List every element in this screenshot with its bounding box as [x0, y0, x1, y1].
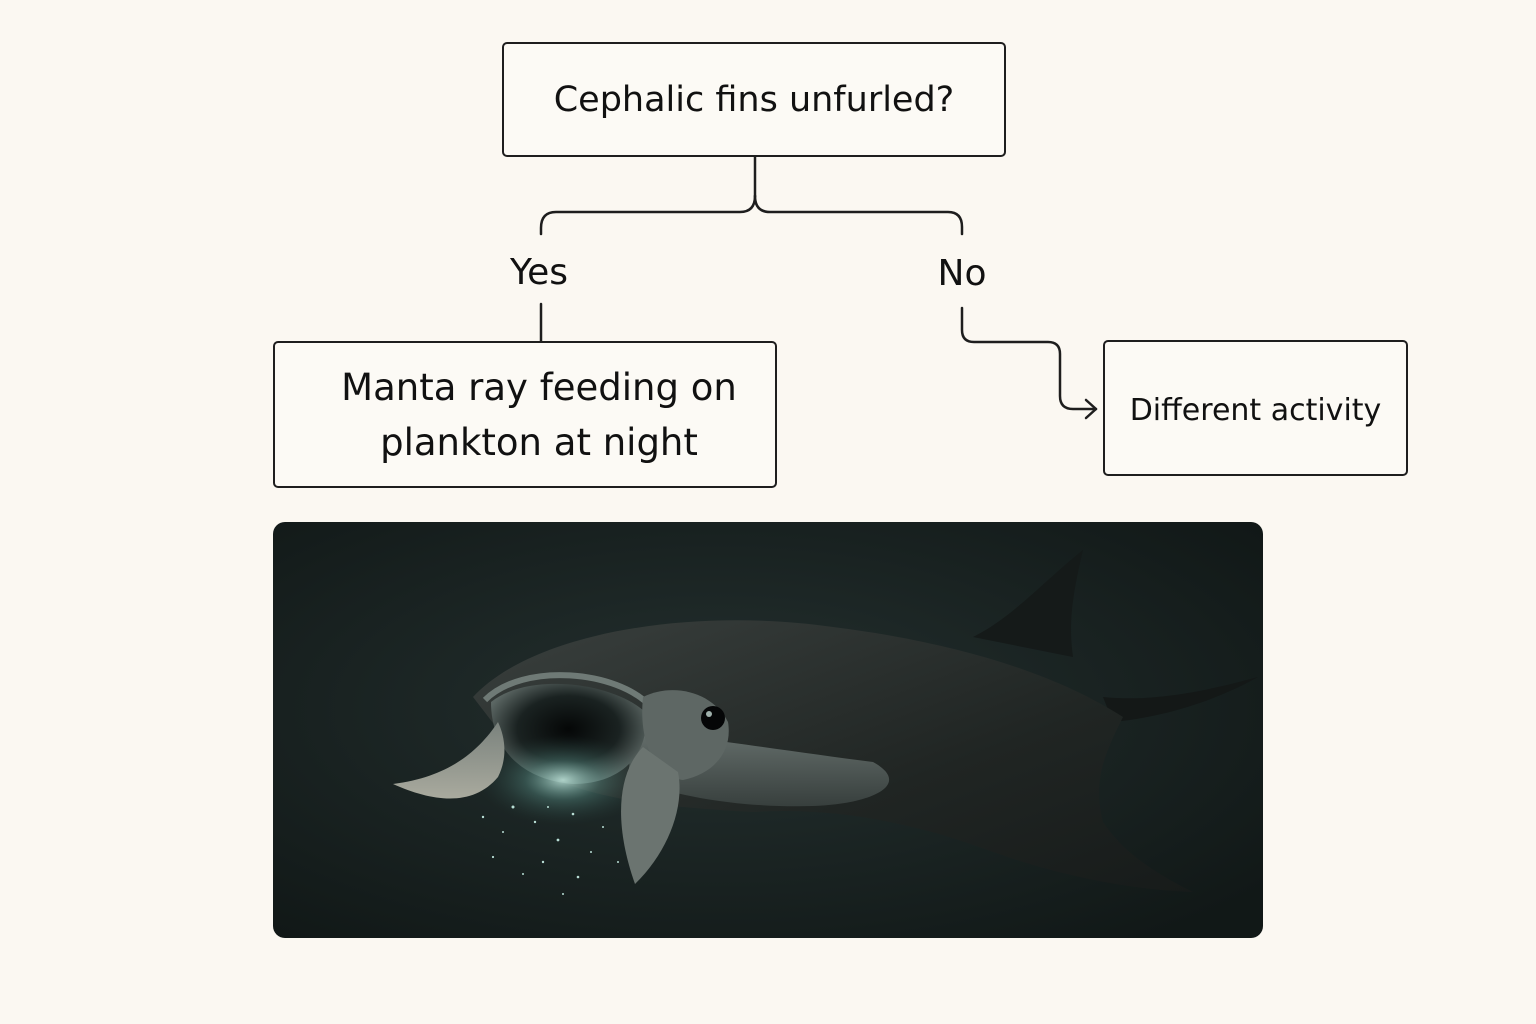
ray-mouth-rim — [482, 672, 654, 710]
dorsal-fin — [973, 550, 1083, 657]
yes-branch-label: Yes — [509, 252, 569, 293]
left-cephalic-fin — [393, 722, 505, 799]
manta-ray-illustration — [273, 522, 1263, 938]
yes-outcome-line-2: plankton at night — [380, 420, 698, 464]
yes-outcome-line-1: Manta ray feeding on — [341, 365, 737, 409]
yes-branch-line — [539, 194, 757, 236]
plankton-particles — [481, 805, 619, 895]
right-cephalic-fin — [621, 747, 680, 884]
no-branch-label: No — [937, 253, 987, 294]
question-text: Cephalic fins unfurled? — [553, 79, 955, 120]
arrowhead — [1084, 398, 1098, 420]
ray-body — [473, 620, 1193, 892]
no-to-outcome-line — [960, 306, 1098, 411]
yes-outcome-box: Manta ray feeding on plankton at night — [273, 341, 777, 488]
no-outcome-box: Different activity — [1103, 340, 1408, 476]
manta-ray-svg — [273, 522, 1263, 938]
no-outcome-text: Different activity — [1129, 392, 1382, 428]
tail — [1103, 677, 1258, 722]
plankton-glow — [478, 735, 648, 825]
no-branch-line — [753, 194, 964, 236]
ray-eye — [701, 706, 725, 730]
question-box: Cephalic fins unfurled? — [502, 42, 1006, 157]
